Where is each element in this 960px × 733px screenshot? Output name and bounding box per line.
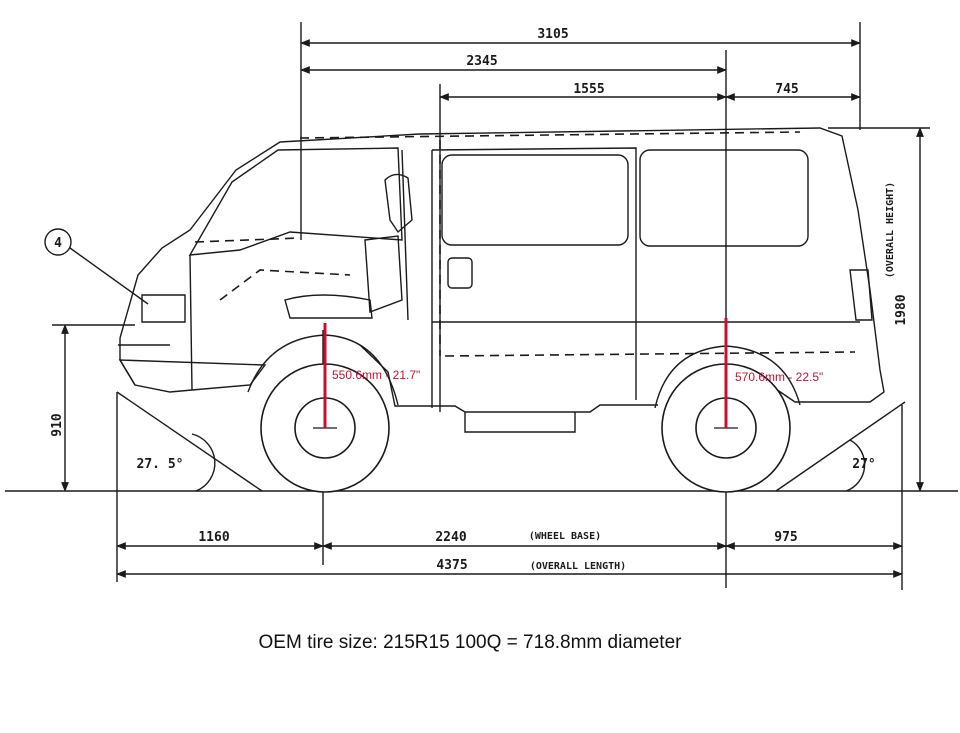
dim-label-975: 975 [774, 530, 797, 545]
dim-label-2240: 2240 [435, 530, 466, 545]
dim-label-overall-height: (OVERALL HEIGHT) [885, 182, 896, 278]
tire-size-caption: OEM tire size: 215R15 100Q = 718.8mm dia… [258, 632, 682, 653]
dim-label-2345: 2345 [466, 54, 497, 69]
dim-label-overall-length: (OVERALL LENGTH) [530, 561, 626, 572]
dim-label-910: 910 [50, 413, 65, 437]
dim-label-745: 745 [775, 82, 798, 97]
rear-lamp [849, 269, 873, 321]
dim-label-1160: 1160 [198, 530, 229, 545]
departure-angle-label: 27° [852, 457, 875, 472]
callout-leader-line [69, 247, 149, 305]
interior-dashed-line [219, 269, 351, 301]
seat-back [364, 235, 403, 313]
sliding-door [431, 147, 637, 408]
dim-label-1555: 1555 [573, 82, 604, 97]
roof-dashed-line [299, 131, 801, 139]
door-handle [447, 257, 473, 289]
cab-door-edges [189, 149, 409, 391]
dim-label-1980: 1980 [894, 294, 909, 325]
side-step [464, 412, 576, 433]
rear-tire-height-label: 570.6mm - 22.5" [735, 370, 823, 384]
callout-label: 4 [54, 236, 62, 251]
seat-headrest [384, 173, 413, 234]
headlight [141, 294, 186, 323]
approach-angle-arc [191, 433, 216, 492]
dim-label-wheelbase: (WHEEL BASE) [529, 531, 601, 542]
departure-angle-arc [845, 439, 866, 492]
callout-circle [44, 228, 72, 256]
cab-window [188, 147, 403, 256]
side-window-2 [639, 149, 809, 247]
departure-angle-line [775, 401, 906, 492]
front-tire-height-label: 550.6mm - 21.7" [332, 368, 420, 382]
seat-cushion [284, 294, 373, 319]
side-window-1 [441, 154, 629, 246]
dim-label-3105: 3105 [537, 27, 568, 42]
floor-dashed-line [444, 351, 856, 357]
approach-angle-line [116, 391, 263, 492]
dim-label-4375: 4375 [436, 558, 467, 573]
approach-angle-label: 27. 5° [137, 457, 184, 472]
dash-dashed-line [194, 237, 301, 243]
